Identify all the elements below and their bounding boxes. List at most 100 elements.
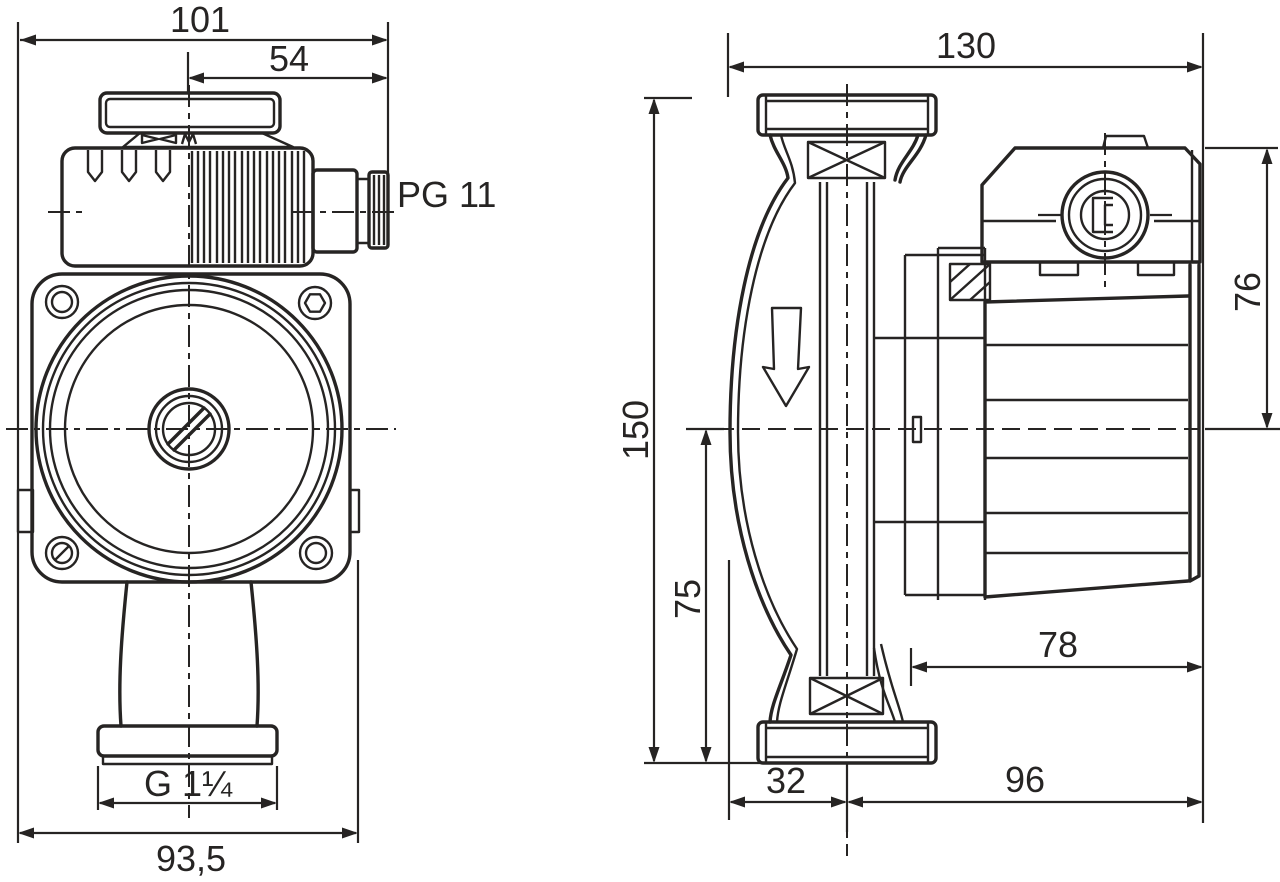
dim-78-label: 78	[1038, 624, 1078, 665]
dim-150-arrow-bottom	[648, 747, 660, 763]
terminal-box-side-lines	[982, 150, 1200, 262]
front-stator-housing	[34, 274, 344, 584]
bottom-gasket-cross	[809, 676, 884, 716]
side-volute	[728, 133, 928, 724]
pump-neck	[118, 580, 260, 728]
side-terminal-box	[980, 134, 1202, 277]
screw-bottom-right	[298, 535, 334, 571]
screw-bottom-left-slot	[54, 545, 70, 561]
dim-76-arrow-bottom	[1261, 413, 1273, 429]
dim-32-label: 32	[766, 760, 806, 801]
front-cable-gland	[311, 168, 390, 254]
volute-inner-wall	[736, 134, 799, 723]
screw-top-right	[297, 285, 333, 321]
side-pump-head	[874, 246, 992, 600]
discharge-neck-right	[872, 643, 905, 723]
knob-inner-line	[104, 97, 276, 129]
terminal-box-clip	[1101, 134, 1150, 149]
side-top-flange	[756, 93, 938, 180]
vent-plug-inner	[161, 401, 217, 457]
dim-130-label: 130	[936, 25, 996, 66]
side-cable-gland	[1060, 170, 1150, 260]
dim-overall-depth: 130	[726, 25, 1205, 823]
right-lug	[348, 488, 361, 534]
dim-54-arrow-left	[188, 72, 204, 84]
side-gland-inner	[1079, 189, 1131, 241]
terminal-box-ribs	[190, 151, 306, 263]
dim-78-arrow-right	[1187, 661, 1203, 673]
dim-76-arrow-top	[1261, 148, 1273, 164]
front-view: 101 54 PG 11 G 1¼ 93,5	[6, 0, 496, 879]
dim-75-arrow-bottom	[700, 747, 712, 763]
dim-center-to-gland: 54	[186, 38, 388, 92]
dim-101-extension-lines	[16, 22, 390, 843]
gland-cap-ribs	[372, 175, 386, 245]
front-terminal-box	[60, 146, 315, 268]
dim-head-to-motor: 78	[909, 624, 1203, 686]
dim-32-extension-lines	[727, 560, 849, 832]
screw-top-left	[44, 284, 80, 320]
top-gasket-box	[806, 140, 887, 180]
dim-axis-to-motor: 96	[847, 759, 1203, 808]
side-view: 130 150 75 76 78	[615, 25, 1280, 856]
vent-plug-slot	[166, 406, 212, 452]
dim-130-arrow-right	[1187, 61, 1203, 73]
side-motor	[983, 263, 1201, 599]
terminal-box-foot-left	[1038, 260, 1080, 277]
terminal-box-outline	[60, 146, 315, 268]
bottom-gasket-box	[808, 676, 885, 716]
dim-32-arrow-right	[831, 796, 847, 808]
volute-outer-wall	[728, 133, 793, 724]
dim-75-label: 75	[667, 579, 708, 619]
stator-circle-1	[34, 274, 344, 584]
suction-neck-right	[893, 133, 928, 184]
dim-101-arrow-left	[20, 34, 36, 46]
dim-935-label: 93,5	[156, 838, 226, 879]
stator-circle-2	[41, 281, 337, 577]
gland-cap	[367, 170, 390, 250]
flow-direction-arrow	[761, 306, 811, 408]
stator-circle-3	[48, 288, 330, 570]
flow-arrow-icon	[761, 306, 811, 408]
union-nut	[96, 724, 279, 758]
screw-bottom-left	[44, 535, 80, 571]
dim-g114-arrow-right	[261, 797, 277, 809]
motor-fins	[985, 343, 1188, 555]
top-gasket-symbol	[806, 140, 887, 180]
thread-collar	[101, 754, 274, 766]
dim-32-arrow-left	[729, 796, 745, 808]
conduit-hatch-lines	[949, 263, 991, 301]
dim-g114-label: G 1¼	[144, 763, 233, 804]
knob-pointer-icon	[140, 133, 178, 145]
dim-front-to-axis: 32	[727, 560, 849, 832]
flange-screws	[44, 284, 334, 571]
dim-g114-extension-lines	[96, 766, 279, 810]
bottom-flange-inner-lines	[764, 722, 930, 763]
dim-overall-width: 101	[16, 0, 390, 843]
terminal-box-side-outline	[980, 146, 1202, 264]
dim-g114-arrow-left	[98, 797, 114, 809]
dim-96-arrow-left	[847, 796, 863, 808]
screw-top-right-hex	[303, 293, 327, 313]
terminal-box-foot-right	[1136, 260, 1176, 277]
dim-130-extension-lines	[726, 33, 1205, 823]
pipe-column-walls	[818, 182, 876, 676]
motor-outline	[983, 263, 1201, 599]
front-knob	[98, 91, 295, 149]
dim-150-extension-lines	[644, 96, 768, 765]
dim-54-label: 54	[269, 38, 309, 79]
knob-body	[98, 91, 282, 135]
dim-axis-to-port: 75	[667, 427, 724, 763]
dim-96-arrow-right	[1187, 796, 1203, 808]
dim-flange-width: 93,5	[18, 560, 360, 879]
conduit-hatch	[948, 262, 992, 302]
dim-76-label: 76	[1227, 272, 1268, 312]
dim-935-arrow-left	[18, 827, 34, 839]
top-flange-inner-lines	[764, 95, 930, 135]
cable-gland-label: PG 11	[397, 174, 496, 215]
screw-bottom-left-inner	[50, 541, 74, 565]
screw-bottom-right-inner	[304, 541, 328, 565]
side-gland-mid	[1067, 177, 1143, 253]
